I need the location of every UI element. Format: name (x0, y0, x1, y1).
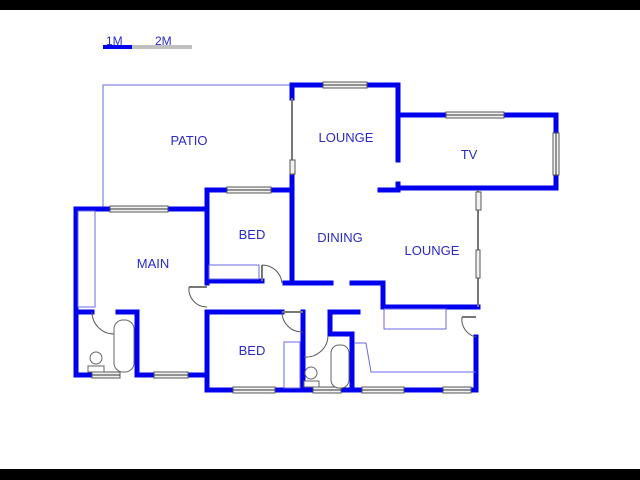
room-label-lounge-right: LOUNGE (405, 243, 460, 258)
room-labels: PATIO LOUNGE TV BED MAIN DINING LOUNGE B… (137, 130, 478, 358)
windows (91, 81, 560, 394)
room-label-tv: TV (461, 147, 478, 162)
room-label-main: MAIN (137, 256, 170, 271)
top-frame-bar (0, 0, 640, 10)
bottom-frame-bar (0, 469, 640, 480)
room-label-bed-upper: BED (239, 227, 266, 242)
room-label-patio: PATIO (170, 133, 207, 148)
doors (91, 264, 477, 358)
toilet-icon (304, 366, 318, 380)
room-label-dining: DINING (317, 230, 363, 245)
walls (73, 82, 559, 393)
scale-bar: 1M 2M (103, 34, 192, 49)
room-label-lounge-top: LOUNGE (319, 130, 374, 145)
fixtures-outlines (77, 210, 476, 389)
scale-label-2m: 2M (155, 34, 172, 48)
bath-fixtures (87, 319, 350, 389)
scale-label-1m: 1M (106, 34, 123, 48)
toilet-icon (89, 351, 103, 365)
patio-outline (102, 84, 292, 209)
room-label-bed-lower: BED (239, 343, 266, 358)
